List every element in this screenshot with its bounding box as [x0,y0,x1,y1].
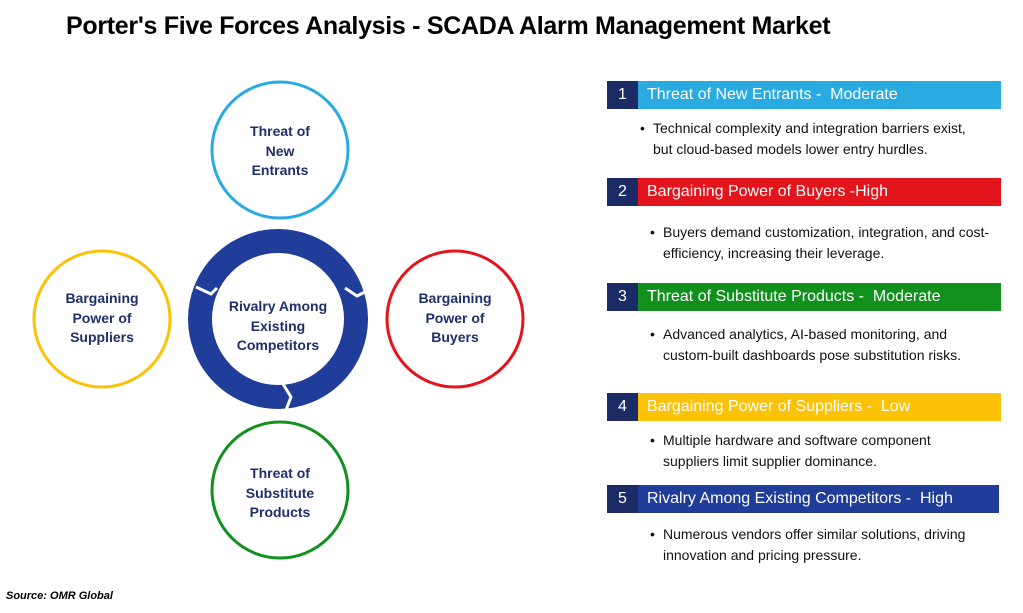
suppliers-circle [32,249,172,389]
ring-gap-bottom [281,383,293,411]
force-label: Threat of Substitute Products - Moderate [638,283,1001,311]
page-title: Porter's Five Forces Analysis - SCADA Al… [66,12,831,40]
rivalry-ring [188,229,368,409]
substitutes-label: Threat of Substitute Products [245,465,315,520]
bullet: • [650,432,655,448]
force-desc-1: • Technical complexity and integration b… [640,120,966,157]
new-entrants-circle [210,80,350,220]
force-number: 1 [607,81,638,109]
suppliers-label: Bargaining Power of Suppliers [65,290,139,345]
buyers-label: Bargaining Power of Buyers [418,290,492,345]
force-label: Bargaining Power of Buyers -High [638,178,1001,206]
force-number: 5 [607,485,638,513]
bullet: • [640,120,645,136]
bullet: • [650,326,655,342]
bullet: • [650,224,655,240]
force-header-2: 2 Bargaining Power of Buyers -High [607,178,1001,206]
force-header-5: 5 Rivalry Among Existing Competitors - H… [607,485,999,513]
rivalry-label: Rivalry Among Existing Competitors [228,298,328,353]
force-label: Bargaining Power of Suppliers - Low [638,393,1001,421]
ring-gap-left [195,285,219,296]
ring-gap-right [344,286,366,298]
buyers-circle [385,249,525,389]
source-note: Source: OMR Global [6,590,113,602]
force-number: 3 [607,283,638,311]
force-desc-2: • Buyers demand customization, integrati… [650,224,990,261]
force-label: Threat of New Entrants - Moderate [638,81,1001,109]
force-label: Rivalry Among Existing Competitors - Hig… [638,485,999,513]
force-header-3: 3 Threat of Substitute Products - Modera… [607,283,1001,311]
force-header-1: 1 Threat of New Entrants - Moderate [607,81,1001,109]
substitutes-circle [210,420,350,560]
bullet: • [650,526,655,542]
five-forces-diagram [32,80,525,560]
force-desc-4: • Multiple hardware and software compone… [650,432,931,469]
force-number: 2 [607,178,638,206]
force-header-4: 4 Bargaining Power of Suppliers - Low [607,393,1001,421]
force-desc-3: • Advanced analytics, AI-based monitorin… [650,326,962,363]
new-entrants-label: Threat of New Entrants [250,123,310,178]
force-number: 4 [607,393,638,421]
force-desc-5: • Numerous vendors offer similar solutio… [650,526,966,563]
